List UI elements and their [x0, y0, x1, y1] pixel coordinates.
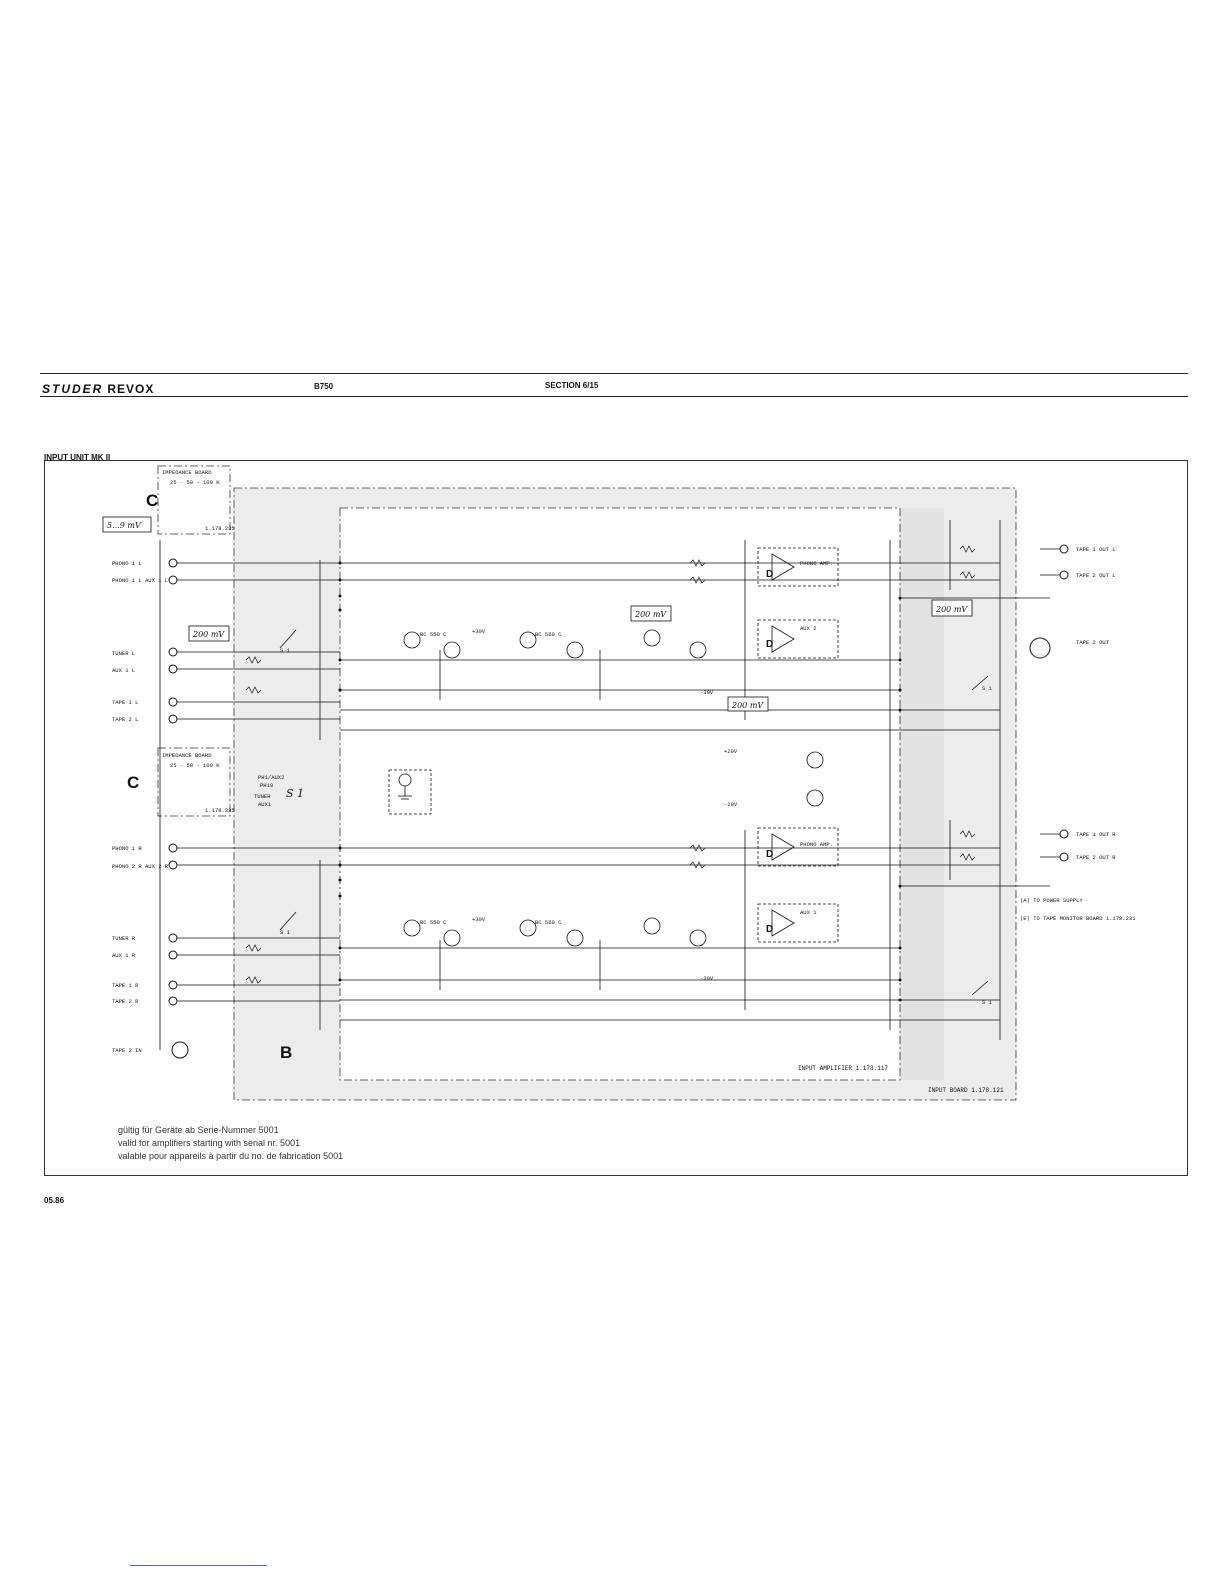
page-title: INPUT UNIT MK II — [44, 453, 111, 462]
connector-pins — [338, 561, 902, 1002]
supply-plus30-lower: +30V — [472, 916, 486, 923]
impedance-board-label-mid: IMPEDANCE BOARD — [162, 752, 212, 759]
brand-studer: STUDER — [42, 382, 104, 396]
s1-right-upper: S 1 — [982, 685, 993, 692]
letter-c-top: C — [146, 491, 158, 510]
transistors-left-channel — [403, 629, 707, 659]
input-aux1-r: AUX 1 R — [112, 952, 136, 959]
validity-note-de: gültig für Geräte ab Serie-Nummer 5001 — [118, 1125, 279, 1135]
level-5mv: 5...9 mV — [107, 521, 142, 530]
output-tape1-out-r: TAPE 1 OUT R — [1076, 831, 1116, 838]
validity-note-en: valid for amplifiers starting with seria… — [118, 1138, 301, 1148]
output-tape1-out-l: TAPE 1 OUT L — [1076, 546, 1116, 553]
letter-d-3: D — [766, 849, 773, 860]
transistor-type-3: BC 550 C — [420, 919, 447, 926]
header-rule-top — [40, 373, 1188, 374]
input-amplifier-label: INPUT AMPLIFIER 1.178.117 — [798, 1065, 888, 1072]
section-number: SECTION 6/15 — [545, 381, 599, 390]
s1-right-lower: S 1 — [982, 999, 993, 1006]
footer-rule — [130, 1565, 267, 1566]
output-jacks — [1029, 544, 1069, 862]
bus-lines — [159, 540, 891, 1050]
impedance-board-label-top: IMPEDANCE BOARD — [162, 469, 212, 476]
impedance-part-top: 1.178.235 — [205, 525, 235, 532]
selector-ph10: PH10 — [260, 782, 273, 789]
level-200mv-out: 200 mV — [731, 701, 764, 710]
input-tape1-r: TAPE 1 R — [112, 982, 139, 989]
letter-c-middle: C — [127, 773, 139, 792]
output-tape2-out-l: TAPE 2 OUT L — [1076, 572, 1116, 579]
input-tuner-l: TUNER L — [112, 650, 135, 657]
module-aux1: AUX 1 — [800, 909, 817, 916]
supply-plus20: +20V — [724, 748, 738, 755]
board-outlines — [157, 465, 1017, 1101]
letter-d-1: D — [766, 569, 773, 580]
input-board-label: INPUT BOARD 1.178.121 — [928, 1087, 1004, 1094]
input-phono1-aux1-l: PHONO 1 L AUX 1 L — [112, 577, 168, 584]
transistor-type-4: BC 560 C — [535, 919, 562, 926]
input-tape2-r: TAPE 2 R — [112, 998, 139, 1005]
schematic-frame — [44, 460, 1188, 1176]
brand-revox: REVOX — [107, 382, 155, 396]
legend-tape-monitor: (E) TO TAPE MONITOR BOARD 1.178.231 — [1020, 915, 1136, 922]
input-phono1-r: PHONO 1 R — [112, 845, 142, 852]
revision-date: 05.86 — [44, 1196, 65, 1205]
amp-modules — [757, 547, 839, 943]
transistor-type-1: BC 550 C — [420, 631, 447, 638]
module-aux2: AUX 2 — [800, 625, 817, 632]
level-boxes — [102, 516, 973, 712]
selector-ph1aux2: PH1/AUX2 — [258, 774, 284, 781]
input-tape1-l: TAPE 1 L — [112, 699, 138, 706]
supply-plus30-upper: +30V — [472, 628, 486, 635]
ground-symbol — [388, 769, 432, 815]
level-200mv-tuner: 200 mV — [192, 630, 225, 639]
resistors — [245, 545, 976, 984]
letter-d-4: D — [766, 924, 773, 935]
input-tuner-r: TUNER R — [112, 935, 136, 942]
input-aux1-l: AUX 1 L — [112, 667, 135, 674]
level-200mv-right: 200 mV — [935, 605, 968, 614]
level-200mv-stage: 200 mV — [634, 610, 667, 619]
header-rule-bottom — [40, 396, 1188, 397]
transistors-right-channel — [403, 751, 824, 947]
s1-selector: S 1 — [286, 787, 304, 800]
transistor-type-2: BC 560 C — [535, 631, 562, 638]
input-jacks — [168, 558, 189, 1059]
selector-tuner: TUNER — [254, 793, 271, 800]
impedance-part-mid: 1.178.235 — [205, 807, 235, 814]
impedance-range-top: 25 - 50 - 100 K — [170, 479, 220, 486]
switches-s1 — [279, 629, 989, 996]
s1-upper: S 1 — [280, 647, 291, 654]
model-number: B750 — [314, 382, 334, 391]
output-tape2-out: TAPE 2 OUT — [1076, 639, 1110, 646]
module-phono-amp-l: PHONO AMP. — [800, 560, 833, 567]
validity-note-fr: valable pour appareils à partir du no. d… — [118, 1151, 344, 1161]
input-phono1-l: PHONO 1 L — [112, 560, 142, 567]
legend-power-supply: (A) TO POWER SUPPLY — [1020, 897, 1083, 904]
supply-minus30-upper: -30V — [700, 689, 714, 696]
supply-minus30-lower: -30V — [700, 975, 714, 982]
input-tape2-l: TAPE 2 L — [112, 716, 138, 723]
letter-b: B — [280, 1043, 292, 1062]
impedance-range-mid: 25 - 50 - 100 K — [170, 762, 220, 769]
input-phono2-aux2-r: PHONO 2 R AUX 2 R — [112, 863, 169, 870]
module-phono-amp-r: PHONO AMP. — [800, 841, 833, 848]
supply-minus20: -20V — [724, 801, 738, 808]
output-tape2-out-r: TAPE 2 OUT R — [1076, 854, 1116, 861]
selector-aux1: AUX1 — [258, 801, 272, 808]
letter-d-2: D — [766, 639, 773, 650]
input-tape2-in: TAPE 2 IN — [112, 1047, 142, 1054]
board-shading — [234, 488, 1016, 1100]
s1-lower: S 1 — [280, 929, 291, 936]
validity-notes: gültig für Geräte ab Serie-Nummer 5001 v… — [118, 1124, 343, 1163]
